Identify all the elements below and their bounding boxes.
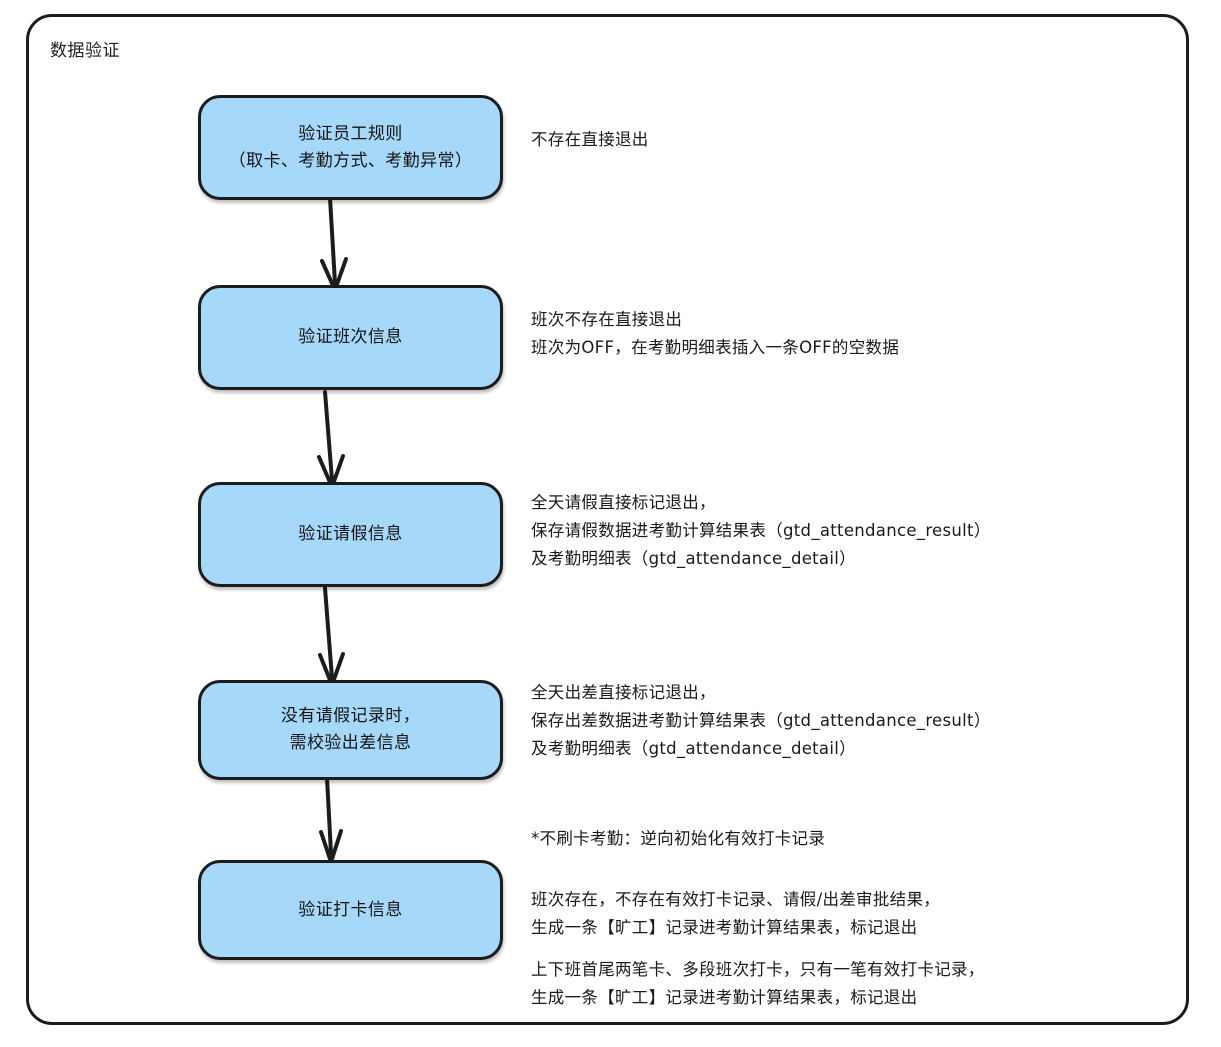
node-label: 验证请假信息 — [298, 524, 403, 544]
node-label: 验证打卡信息 — [298, 899, 403, 920]
node-label: 验证员工规则 （取卡、考勤方式、考勤异常） — [228, 123, 473, 171]
node-label: 验证班次信息 — [298, 327, 403, 347]
node-validate-employee-rules[interactable]: 验证员工规则 （取卡、考勤方式、考勤异常） — [198, 95, 503, 200]
note-validate-shift-info: 班次不存在直接退出 班次为OFF，在考勤明细表插入一条OFF的空数据 — [531, 310, 900, 357]
diagram-title: 数据验证 — [50, 41, 120, 61]
note-validate-employee-rules: 不存在直接退出 — [531, 130, 649, 149]
diagram-frame — [26, 14, 1189, 1025]
note-validate-punch-info-top: *不刷卡考勤：逆向初始化有效打卡记录 — [531, 829, 826, 848]
note-validate-business-trip-info: 全天出差直接标记退出， 保存出差数据进考勤计算结果表（gtd_attendanc… — [531, 683, 991, 758]
note-validate-punch-info-middle: 班次存在，不存在有效打卡记录、请假/出差审批结果， 生成一条【旷工】记录进考勤计… — [531, 890, 941, 937]
node-validate-punch-info[interactable]: 验证打卡信息 — [198, 860, 503, 960]
note-validate-punch-info-bottom: 上下班首尾两笔卡、多段班次打卡，只有一笔有效打卡记录， 生成一条【旷工】记录进考… — [531, 960, 985, 1007]
node-validate-business-trip-info[interactable]: 没有请假记录时， 需校验出差信息 — [198, 680, 503, 780]
node-validate-leave-info[interactable]: 验证请假信息 — [198, 482, 503, 587]
node-label: 没有请假记录时， 需校验出差信息 — [280, 706, 421, 753]
note-validate-leave-info: 全天请假直接标记退出， 保存请假数据进考勤计算结果表（gtd_attendanc… — [531, 493, 991, 568]
node-validate-shift-info[interactable]: 验证班次信息 — [198, 285, 503, 390]
